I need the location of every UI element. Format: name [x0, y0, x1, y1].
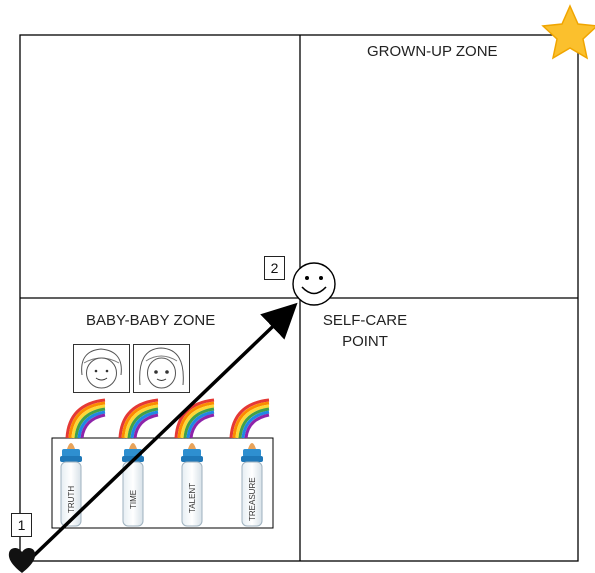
self-care-label-line1: SELF-CARE [322, 312, 408, 329]
start-marker: 1 [11, 513, 32, 537]
bottle-label: TIME [129, 490, 138, 509]
heart-icon [8, 547, 36, 573]
smiley-icon [292, 262, 336, 306]
self-care-point-label: SELF-CARE POINT [318, 310, 412, 352]
bottle-label: TRUTH [67, 486, 76, 513]
grown-up-zone-label: GROWN-UP ZONE [367, 43, 498, 60]
rainbow-icon [118, 398, 160, 440]
baby-bottle-icon: TRUTH [59, 442, 83, 527]
bottles-box [51, 437, 274, 529]
growth-arrow [22, 302, 298, 567]
self-care-label-line2: POINT [342, 333, 388, 350]
baby-baby-zone-label: BABY-BABY ZONE [86, 312, 216, 329]
star-icon [541, 4, 595, 60]
bottle-label: TALENT [188, 483, 197, 513]
baby-bottle-icon: TALENT [180, 442, 204, 527]
rainbow-icon [229, 398, 271, 440]
bottle-label: TREASURE [248, 477, 257, 521]
rainbow-icon [174, 398, 216, 440]
baby-bottle-icon: TIME [121, 442, 145, 527]
self-care-marker: 2 [264, 256, 285, 280]
baby-bottle-icon: TREASURE [240, 442, 264, 527]
child-face-icon [133, 344, 190, 393]
rainbow-icon [65, 398, 107, 440]
child-face-icon [73, 344, 130, 393]
